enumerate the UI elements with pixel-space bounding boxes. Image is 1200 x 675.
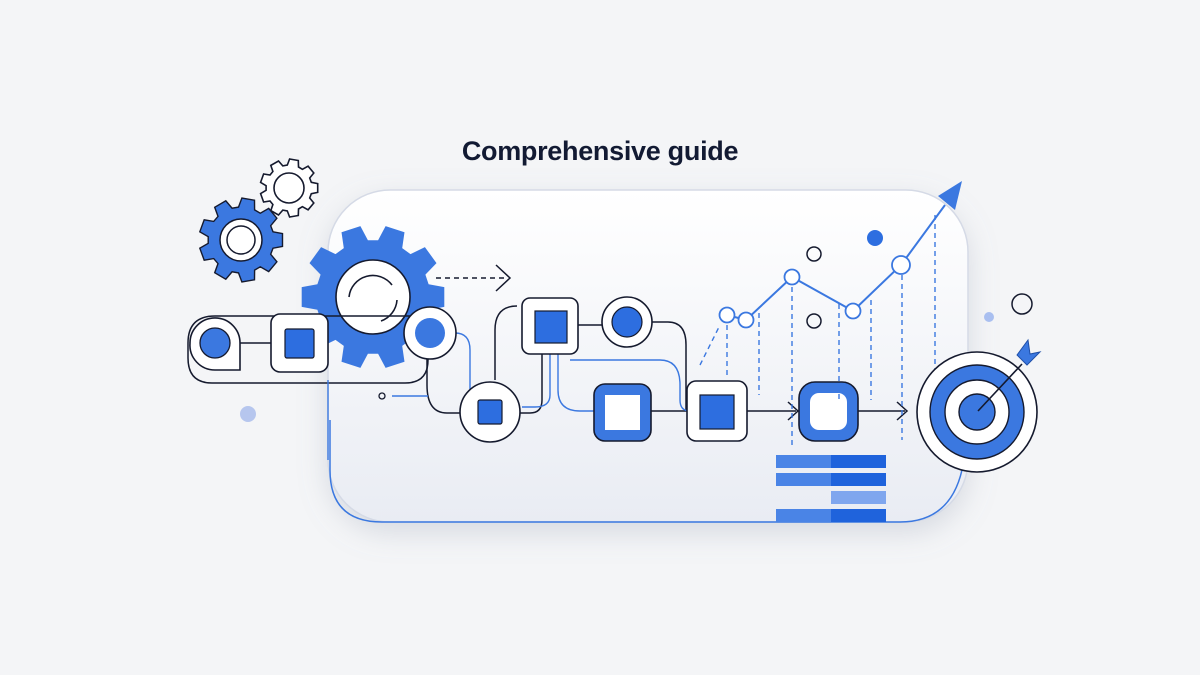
page-title: Comprehensive guide xyxy=(461,136,739,166)
trend-chart-icon xyxy=(699,181,962,445)
chart-point xyxy=(737,311,755,329)
node-square[interactable] xyxy=(270,313,329,373)
node-circle[interactable] xyxy=(403,306,457,360)
node-square[interactable] xyxy=(521,297,579,355)
node-circle[interactable] xyxy=(601,296,653,348)
node-square[interactable] xyxy=(686,380,748,442)
node-blue-rounded[interactable] xyxy=(798,381,859,442)
chart-point xyxy=(718,306,736,324)
bar-stack-icon xyxy=(776,455,886,522)
gear-icon xyxy=(259,158,319,218)
small-dot xyxy=(378,392,386,400)
decorative-dots xyxy=(240,230,1033,422)
target-icon xyxy=(916,338,1042,473)
chart-point xyxy=(844,302,862,320)
node-start-circle[interactable] xyxy=(189,317,241,371)
flow-connectors-blue xyxy=(327,332,691,460)
node-circle-square[interactable] xyxy=(459,381,521,443)
gear-icon xyxy=(198,197,284,283)
arrow-icon xyxy=(436,264,512,292)
chart-point xyxy=(891,255,911,275)
node-blue-square[interactable] xyxy=(593,383,652,442)
card-bottom-accent xyxy=(329,420,963,523)
chart-point xyxy=(783,268,801,286)
